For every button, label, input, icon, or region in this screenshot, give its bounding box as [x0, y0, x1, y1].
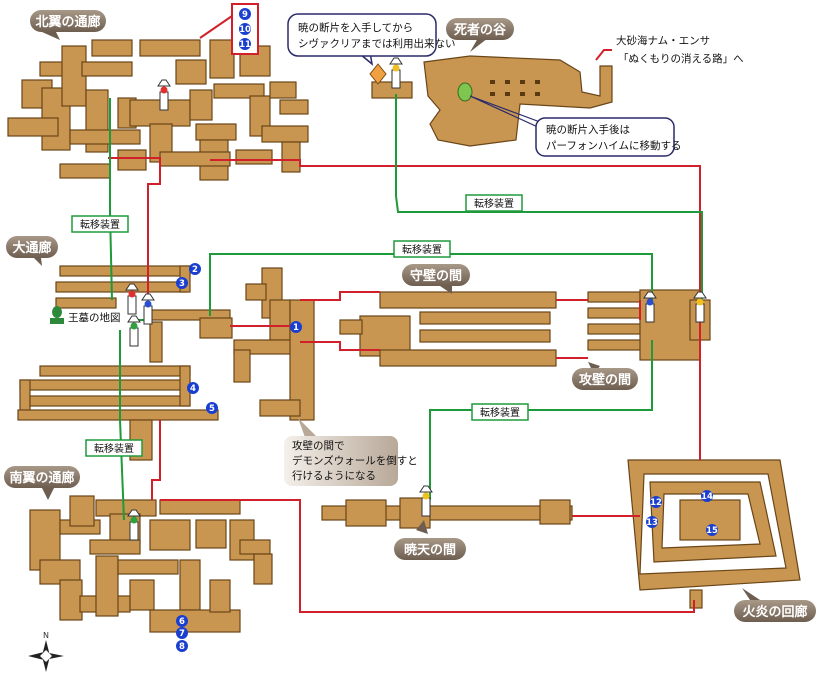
south-wing-floor — [29, 495, 273, 633]
svg-text:南翼の通廊: 南翼の通廊 — [9, 470, 74, 486]
svg-text:転移装置: 転移装置 — [480, 406, 520, 419]
marker-1: 1 — [290, 321, 302, 333]
marker-6: 6 — [176, 615, 188, 627]
exit-line1: 大砂海ナム・エンサ — [616, 34, 710, 47]
teleport-device-great-corridor-red — [125, 283, 139, 315]
area-label-great-corridor: 大通廊 — [6, 236, 58, 266]
marker-7: 7 — [176, 627, 188, 639]
svg-text:10: 10 — [239, 25, 251, 35]
marker-14: 14 — [701, 490, 713, 502]
svg-text:4: 4 — [190, 384, 196, 394]
teleport-device-south-wing — [127, 509, 141, 541]
svg-text:攻壁の間: 攻壁の間 — [579, 372, 631, 388]
marker-10: 10 — [239, 23, 251, 35]
svg-text:転移装置: 転移装置 — [94, 442, 134, 455]
boss-area-floor — [233, 267, 315, 421]
svg-text:8: 8 — [179, 642, 185, 652]
svg-text:攻壁の間で: 攻壁の間で — [292, 439, 345, 452]
marker-9: 9 — [239, 8, 251, 20]
exit-line2: 「ぬくもりの消える路」へ — [618, 52, 744, 65]
teleport-device-great-corridor-green — [127, 315, 141, 347]
green-routes — [109, 94, 703, 521]
marker-2: 2 — [189, 263, 201, 275]
area-label-north-wing: 北翼の通廊 — [30, 10, 106, 40]
svg-text:11: 11 — [239, 40, 251, 50]
orb-icon — [457, 82, 473, 102]
svg-text:大通廊: 大通廊 — [12, 240, 51, 256]
great-corridor-floor — [17, 265, 233, 461]
svg-text:15: 15 — [706, 526, 718, 536]
area-label-flame-corridor: 火炎の回廊 — [734, 588, 816, 622]
markers: 1 2 3 4 5 6 7 8 9 10 11 12 13 14 15 — [176, 8, 718, 652]
teleport-device-great-corridor-blue — [141, 293, 155, 325]
note-boss: 攻壁の間で デモンズウォールを倒すと 行けるようになる — [284, 418, 418, 486]
svg-text:14: 14 — [701, 492, 713, 502]
svg-text:死者の谷: 死者の谷 — [454, 22, 507, 38]
area-label-attack-hall: 攻壁の間 — [572, 362, 638, 390]
marker-15: 15 — [706, 524, 718, 536]
svg-text:暁の断片入手後は: 暁の断片入手後は — [546, 123, 630, 136]
marker-4: 4 — [187, 382, 199, 394]
note-top: 暁の断片を入手してから シヴァクリアまでは利用出来ない — [287, 13, 456, 66]
svg-text:12: 12 — [650, 498, 662, 508]
svg-text:転移装置: 転移装置 — [474, 197, 514, 210]
valley-dots — [490, 80, 540, 96]
svg-text:北翼の通廊: 北翼の通廊 — [35, 14, 100, 30]
svg-text:転移装置: 転移装置 — [402, 243, 442, 256]
area-label-guard-hall: 守壁の間 — [402, 264, 470, 294]
svg-text:3: 3 — [179, 279, 185, 289]
teleport-device-north-wing — [157, 79, 171, 111]
teleport-device-valley — [389, 57, 403, 89]
marker-12: 12 — [650, 496, 662, 508]
teleport-device-attack-hall-blue — [643, 291, 657, 323]
svg-text:13: 13 — [646, 518, 658, 528]
teleport-device-dawn-hall — [419, 485, 433, 517]
marker-13: 13 — [646, 516, 658, 528]
svg-text:7: 7 — [179, 629, 185, 639]
teleport-label-dawn: 転移装置 — [471, 403, 529, 421]
svg-text:火炎の回廊: 火炎の回廊 — [742, 604, 807, 620]
svg-text:シヴァクリアまでは利用出来ない: シヴァクリアまでは利用出来ない — [298, 37, 456, 50]
valley-of-dead-floor — [371, 55, 613, 147]
tomb-map-label: 王墓の地図 — [68, 311, 121, 324]
svg-text:守壁の間: 守壁の間 — [410, 268, 462, 284]
area-label-valley: 死者の谷 — [446, 18, 514, 52]
marker-11: 11 — [239, 38, 251, 50]
compass-icon: N — [28, 631, 64, 672]
tomb-map-icon — [50, 306, 64, 324]
guard-attack-hall-floor — [339, 289, 711, 367]
marker-8: 8 — [176, 640, 188, 652]
north-wing-floor — [7, 39, 309, 181]
svg-text:転移装置: 転移装置 — [80, 218, 120, 231]
note-right: 暁の断片入手後は パーフォンハイムに移動する — [469, 95, 681, 157]
teleport-label-south: 転移装置 — [85, 439, 143, 457]
svg-text:6: 6 — [179, 617, 185, 627]
svg-text:1: 1 — [293, 323, 299, 333]
svg-text:行けるようになる: 行けるようになる — [292, 469, 376, 482]
marker-5: 5 — [206, 402, 218, 414]
marker-3: 3 — [176, 277, 188, 289]
flame-corridor-floor — [627, 459, 801, 609]
svg-text:暁の断片を入手してから: 暁の断片を入手してから — [298, 21, 413, 34]
svg-text:5: 5 — [209, 404, 215, 414]
svg-text:2: 2 — [192, 265, 198, 275]
svg-text:9: 9 — [242, 10, 248, 20]
teleport-device-attack-hall-yellow — [693, 291, 707, 323]
svg-text:暁天の間: 暁天の間 — [404, 542, 456, 558]
svg-text:パーフォンハイムに移動する: パーフォンハイムに移動する — [546, 139, 681, 152]
area-label-south-wing: 南翼の通廊 — [4, 466, 80, 500]
svg-text:デモンズウォールを倒すと: デモンズウォールを倒すと — [292, 454, 418, 467]
compass-north-label: N — [43, 631, 49, 640]
dawn-hall-floor — [321, 497, 573, 529]
crystal-icon — [369, 63, 387, 85]
teleport-label-center: 転移装置 — [393, 240, 451, 258]
teleport-devices — [125, 57, 707, 541]
teleport-label-north: 転移装置 — [71, 215, 129, 233]
area-label-dawn-hall: 暁天の間 — [394, 520, 466, 560]
teleport-label-valley: 転移装置 — [465, 194, 523, 212]
